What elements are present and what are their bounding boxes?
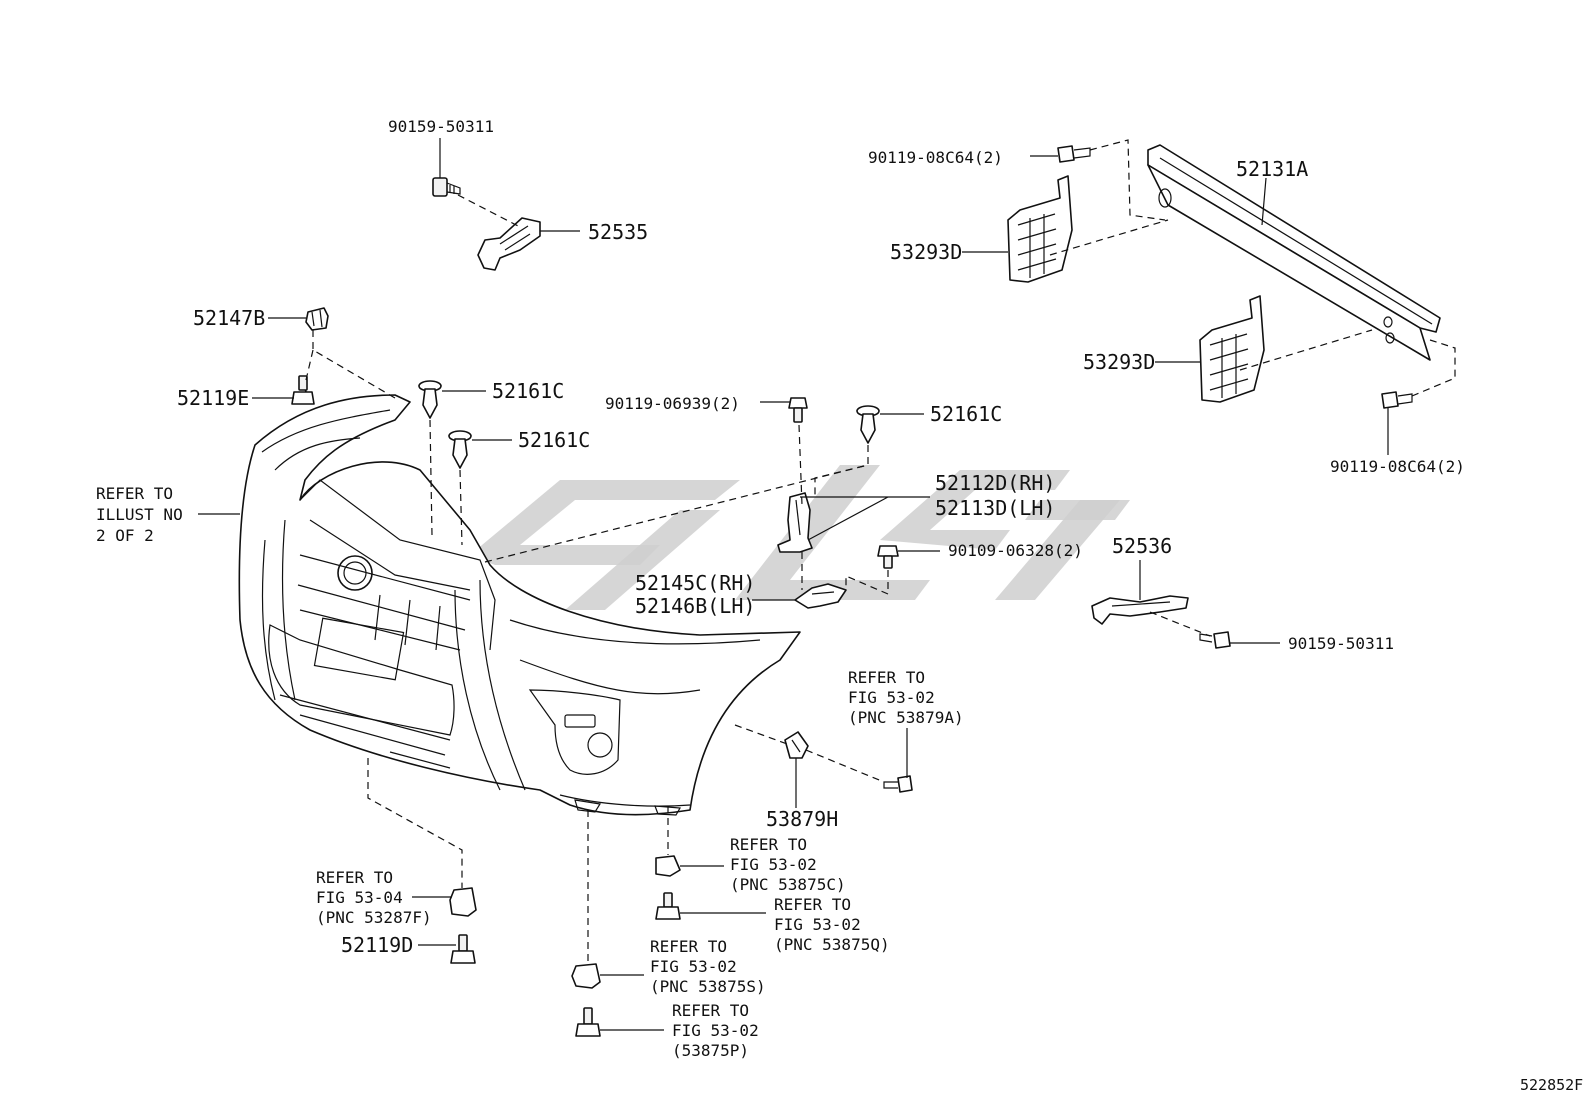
clip-52161C-a xyxy=(418,380,442,419)
callout-52131A: 52131A xyxy=(1236,157,1308,181)
clip-53879H xyxy=(784,731,809,759)
callout-53293D-lower: 53293D xyxy=(1083,350,1155,374)
watermark-logo xyxy=(470,465,1130,610)
absorber-53293D-upper xyxy=(1007,175,1073,283)
callout-90159-50311-lower: 90159-50311 xyxy=(1288,634,1394,653)
ref-53875S: REFER TO FIG 53-02 (PNC 53875S) xyxy=(650,937,766,996)
screw-52119E xyxy=(291,375,315,405)
svg-text:REFER TO: REFER TO xyxy=(96,484,173,503)
bolt-90119-08C64-upper xyxy=(1057,145,1091,163)
svg-text:FIG 53-02: FIG 53-02 xyxy=(672,1021,759,1040)
nut-53287F xyxy=(449,887,477,917)
callout-52147B: 52147B xyxy=(193,306,265,330)
bolt-90119-06939 xyxy=(788,397,808,423)
callout-53879H: 53879H xyxy=(766,807,838,831)
bracket-52536 xyxy=(1091,595,1189,625)
callout-52119D: 52119D xyxy=(341,933,413,957)
clip-52161C-b xyxy=(448,430,472,469)
ref-53287F: REFER TO FIG 53-04 (PNC 53287F) xyxy=(316,868,432,927)
svg-text:(53875P): (53875P) xyxy=(672,1041,749,1060)
reinforcement-52131A xyxy=(1147,144,1441,361)
clip-52161C-c xyxy=(856,405,880,444)
bolt-90159-50311-lower xyxy=(1199,631,1231,649)
svg-text:(PNC 53879A): (PNC 53879A) xyxy=(848,708,964,727)
svg-text:FIG 53-02: FIG 53-02 xyxy=(848,688,935,707)
callout-52535: 52535 xyxy=(588,220,648,244)
callout-52119E: 52119E xyxy=(177,386,249,410)
svg-text:REFER TO: REFER TO xyxy=(316,868,393,887)
ref-53875C: REFER TO FIG 53-02 (PNC 53875C) xyxy=(730,835,846,894)
bolt-90159-50311-upper xyxy=(432,177,461,197)
svg-text:REFER TO: REFER TO xyxy=(672,1001,749,1020)
screw-53879A xyxy=(883,775,913,793)
screw-53875P xyxy=(575,1007,601,1037)
screw-53875Q xyxy=(655,892,681,920)
leader-lines xyxy=(198,138,1389,1031)
svg-text:(PNC 53875S): (PNC 53875S) xyxy=(650,977,766,996)
svg-text:(PNC 53875Q): (PNC 53875Q) xyxy=(774,935,890,954)
svg-text:FIG 53-02: FIG 53-02 xyxy=(774,915,861,934)
callout-53293D-upper: 53293D xyxy=(890,240,962,264)
bolt-90109-06328 xyxy=(877,545,899,569)
figure-code: 522852F xyxy=(1520,1076,1583,1094)
screw-52119D xyxy=(450,934,476,964)
callout-labels: 90159-50311 52535 52147B 52119E 52161C 5… xyxy=(177,117,1465,957)
callout-52113D-LH: 52113D(LH) xyxy=(935,496,1055,520)
callout-52146B-LH: 52146B(LH) xyxy=(635,594,755,618)
svg-text:(PNC 53287F): (PNC 53287F) xyxy=(316,908,432,927)
callout-52161C-b: 52161C xyxy=(518,428,590,452)
ref-53879A: REFER TO FIG 53-02 (PNC 53879A) xyxy=(848,668,964,727)
clip-52147B xyxy=(305,307,329,331)
ref-53875Q: REFER TO FIG 53-02 (PNC 53875Q) xyxy=(774,895,890,954)
assembly-lines xyxy=(305,139,1456,962)
svg-text:(PNC 53875C): (PNC 53875C) xyxy=(730,875,846,894)
nut-53875S xyxy=(571,963,601,989)
svg-text:REFER TO: REFER TO xyxy=(730,835,807,854)
callout-52145C-RH: 52145C(RH) xyxy=(635,571,755,595)
bracket-52112D-52113D xyxy=(777,492,813,553)
callout-90119-08C64-upper: 90119-08C64(2) xyxy=(868,148,1003,167)
callout-90159-50311-upper: 90159-50311 xyxy=(388,117,494,136)
callout-52161C-a: 52161C xyxy=(492,379,564,403)
svg-text:2 OF 2: 2 OF 2 xyxy=(96,526,154,545)
ref-53875P: REFER TO FIG 53-02 (53875P) xyxy=(672,1001,759,1060)
svg-text:REFER TO: REFER TO xyxy=(848,668,925,687)
ref-illust-2-of-2: REFER TO ILLUST NO 2 OF 2 xyxy=(96,484,183,545)
svg-text:REFER TO: REFER TO xyxy=(774,895,851,914)
bracket-52535 xyxy=(477,217,541,271)
callout-90119-08C64-lower: 90119-08C64(2) xyxy=(1330,457,1465,476)
svg-text:REFER TO: REFER TO xyxy=(650,937,727,956)
svg-text:FIG 53-04: FIG 53-04 xyxy=(316,888,403,907)
bolt-90119-08C64-lower xyxy=(1381,391,1413,409)
callout-52112D-RH: 52112D(RH) xyxy=(935,471,1055,495)
reference-notes: REFER TO ILLUST NO 2 OF 2 REFER TO FIG 5… xyxy=(96,484,964,1060)
bracket-52145C-52146B xyxy=(794,583,847,609)
svg-text:ILLUST NO: ILLUST NO xyxy=(96,505,183,524)
callout-90109-06328: 90109-06328(2) xyxy=(948,541,1083,560)
callout-90119-06939: 90119-06939(2) xyxy=(605,394,740,413)
callout-52536: 52536 xyxy=(1112,534,1172,558)
absorber-53293D-lower xyxy=(1199,295,1265,403)
svg-text:FIG 53-02: FIG 53-02 xyxy=(730,855,817,874)
callout-52161C-c: 52161C xyxy=(930,402,1002,426)
svg-text:FIG 53-02: FIG 53-02 xyxy=(650,957,737,976)
front-bumper-cover xyxy=(238,394,801,816)
nut-53875C xyxy=(655,855,681,877)
